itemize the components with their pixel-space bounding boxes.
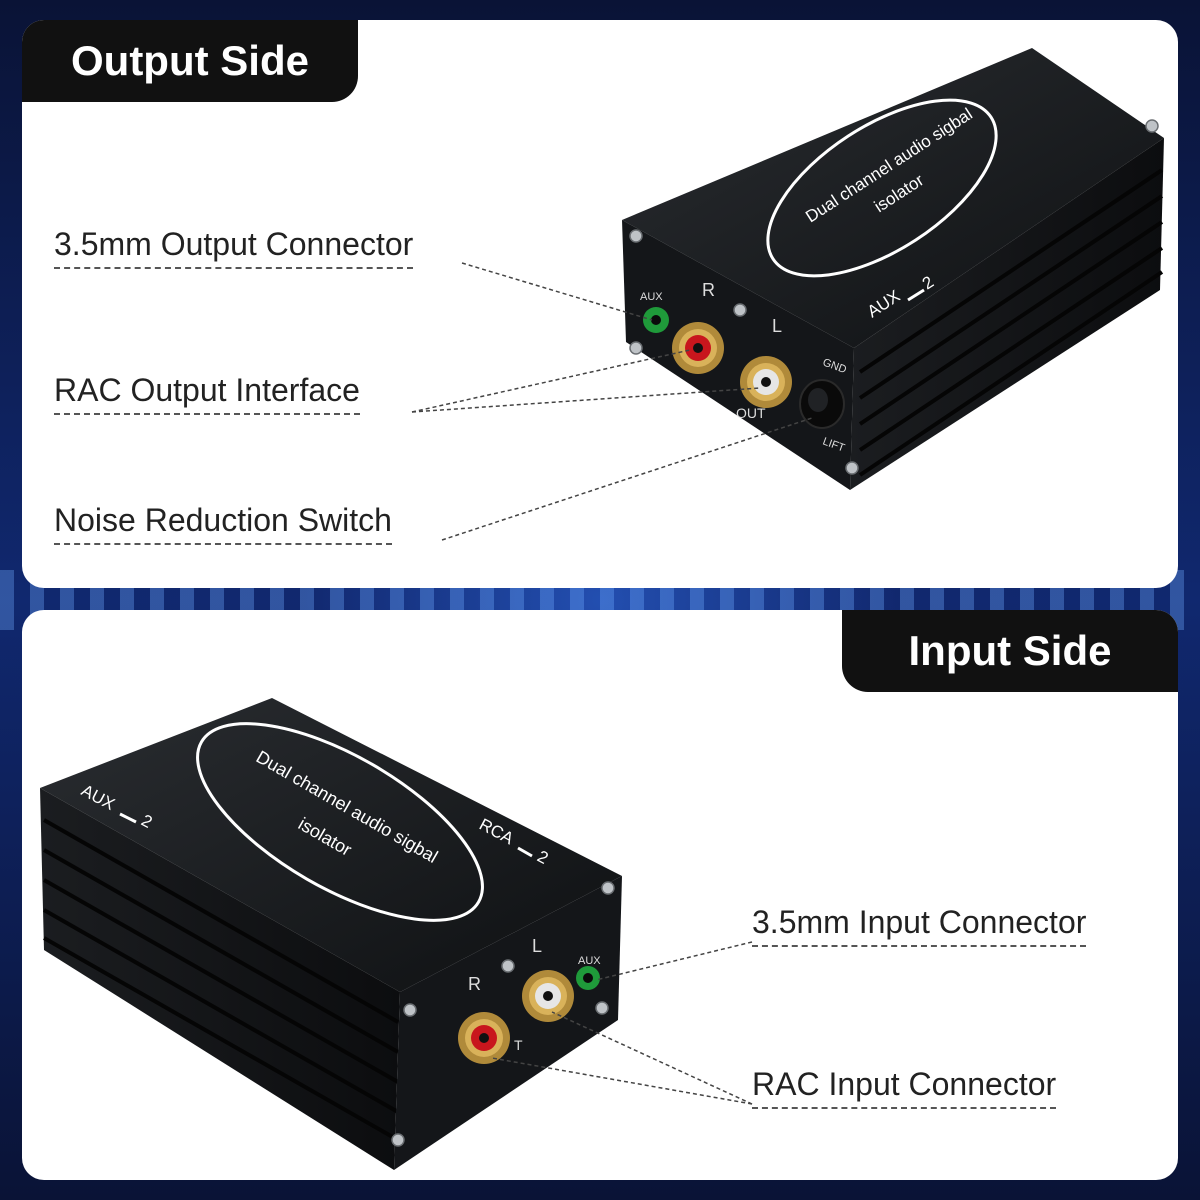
heat-fins — [858, 168, 1164, 477]
output-side-panel: Output Side Dual channel audio si — [22, 20, 1178, 588]
output-device-illustration: Dual channel audio sigbal isolator RCA 2… — [411, 48, 1164, 541]
rca-output-interface-label: RAC Output Interface — [54, 372, 360, 415]
device-top-face — [622, 48, 1164, 348]
rca-white-jack-icon — [740, 356, 792, 408]
noise-reduction-switch-icon — [799, 379, 845, 429]
out-label: OUT — [736, 405, 766, 421]
device-top-face — [40, 698, 622, 992]
jack-l-label: L — [772, 316, 782, 336]
noise-reduction-switch-label: Noise Reduction Switch — [54, 502, 392, 545]
rca-num: 2 — [928, 50, 946, 71]
aux-input-jack-icon — [576, 966, 600, 990]
input-device-illustration: Dual channel audio sigbal isolator AUX 2… — [40, 698, 753, 1170]
device-oval-label — [196, 722, 484, 922]
jack-r-label: R — [702, 280, 715, 300]
input-side-title: Input Side — [842, 610, 1178, 692]
jack-l-label: L — [532, 936, 542, 956]
aux-output-jack-icon — [643, 307, 669, 333]
device-front-face — [394, 876, 622, 1170]
rca-input-connector-label: RAC Input Connector — [752, 1066, 1057, 1109]
output-leader-lines — [411, 262, 813, 541]
in-label: T — [514, 1037, 523, 1053]
input-leader-lines — [491, 941, 753, 1105]
rca-white-jack-icon — [522, 970, 574, 1022]
device-oval-label — [766, 98, 998, 278]
input-side-panel: Input Side Dual channel audio sig — [22, 610, 1178, 1180]
input-35mm-connector-label: 3.5mm Input Connector — [752, 904, 1087, 947]
output-side-title: Output Side — [22, 20, 358, 102]
heat-fins — [43, 818, 399, 1142]
jack-aux-label: AUX — [578, 955, 601, 967]
jack-aux-label: AUX — [640, 291, 663, 303]
screw-icons — [629, 119, 1159, 475]
output-35mm-connector-label: 3.5mm Output Connector — [54, 226, 414, 269]
rca-tag: RCA — [874, 66, 915, 102]
rca-red-jack-icon — [672, 322, 724, 374]
screw-icons — [391, 881, 615, 1147]
rca-red-jack-icon — [458, 1012, 510, 1064]
jack-r-label: R — [468, 974, 481, 994]
